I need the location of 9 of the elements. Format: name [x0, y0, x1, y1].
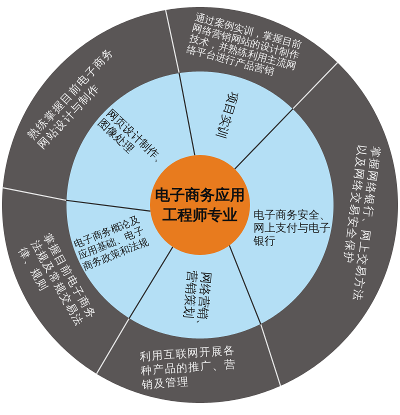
skill-description: 利用互联网开展各种产品的推广、营销及管理 [138, 343, 238, 392]
course-label: 项目实训 [213, 90, 242, 142]
course-label: 电子商务安全、网上支付与电子银行 [254, 208, 332, 248]
topic-title: 电子商务应用工程师专业 [154, 185, 246, 225]
course-label: 电子商务概论及应用基础、电子商务政策和法规 [72, 214, 152, 273]
course-label: 网页设计制作、图像处理 [96, 106, 171, 170]
course-label: 网络营销、营销策划 [180, 270, 214, 334]
skill-description: 掌握网络银行、网上交易方法以及网络交易安全保护 [340, 144, 382, 305]
skill-description: 通过案例实训，掌握目前网络营销网站的设计制作技术，并熟练利用主流网络平台进行产品营销 [185, 12, 304, 80]
